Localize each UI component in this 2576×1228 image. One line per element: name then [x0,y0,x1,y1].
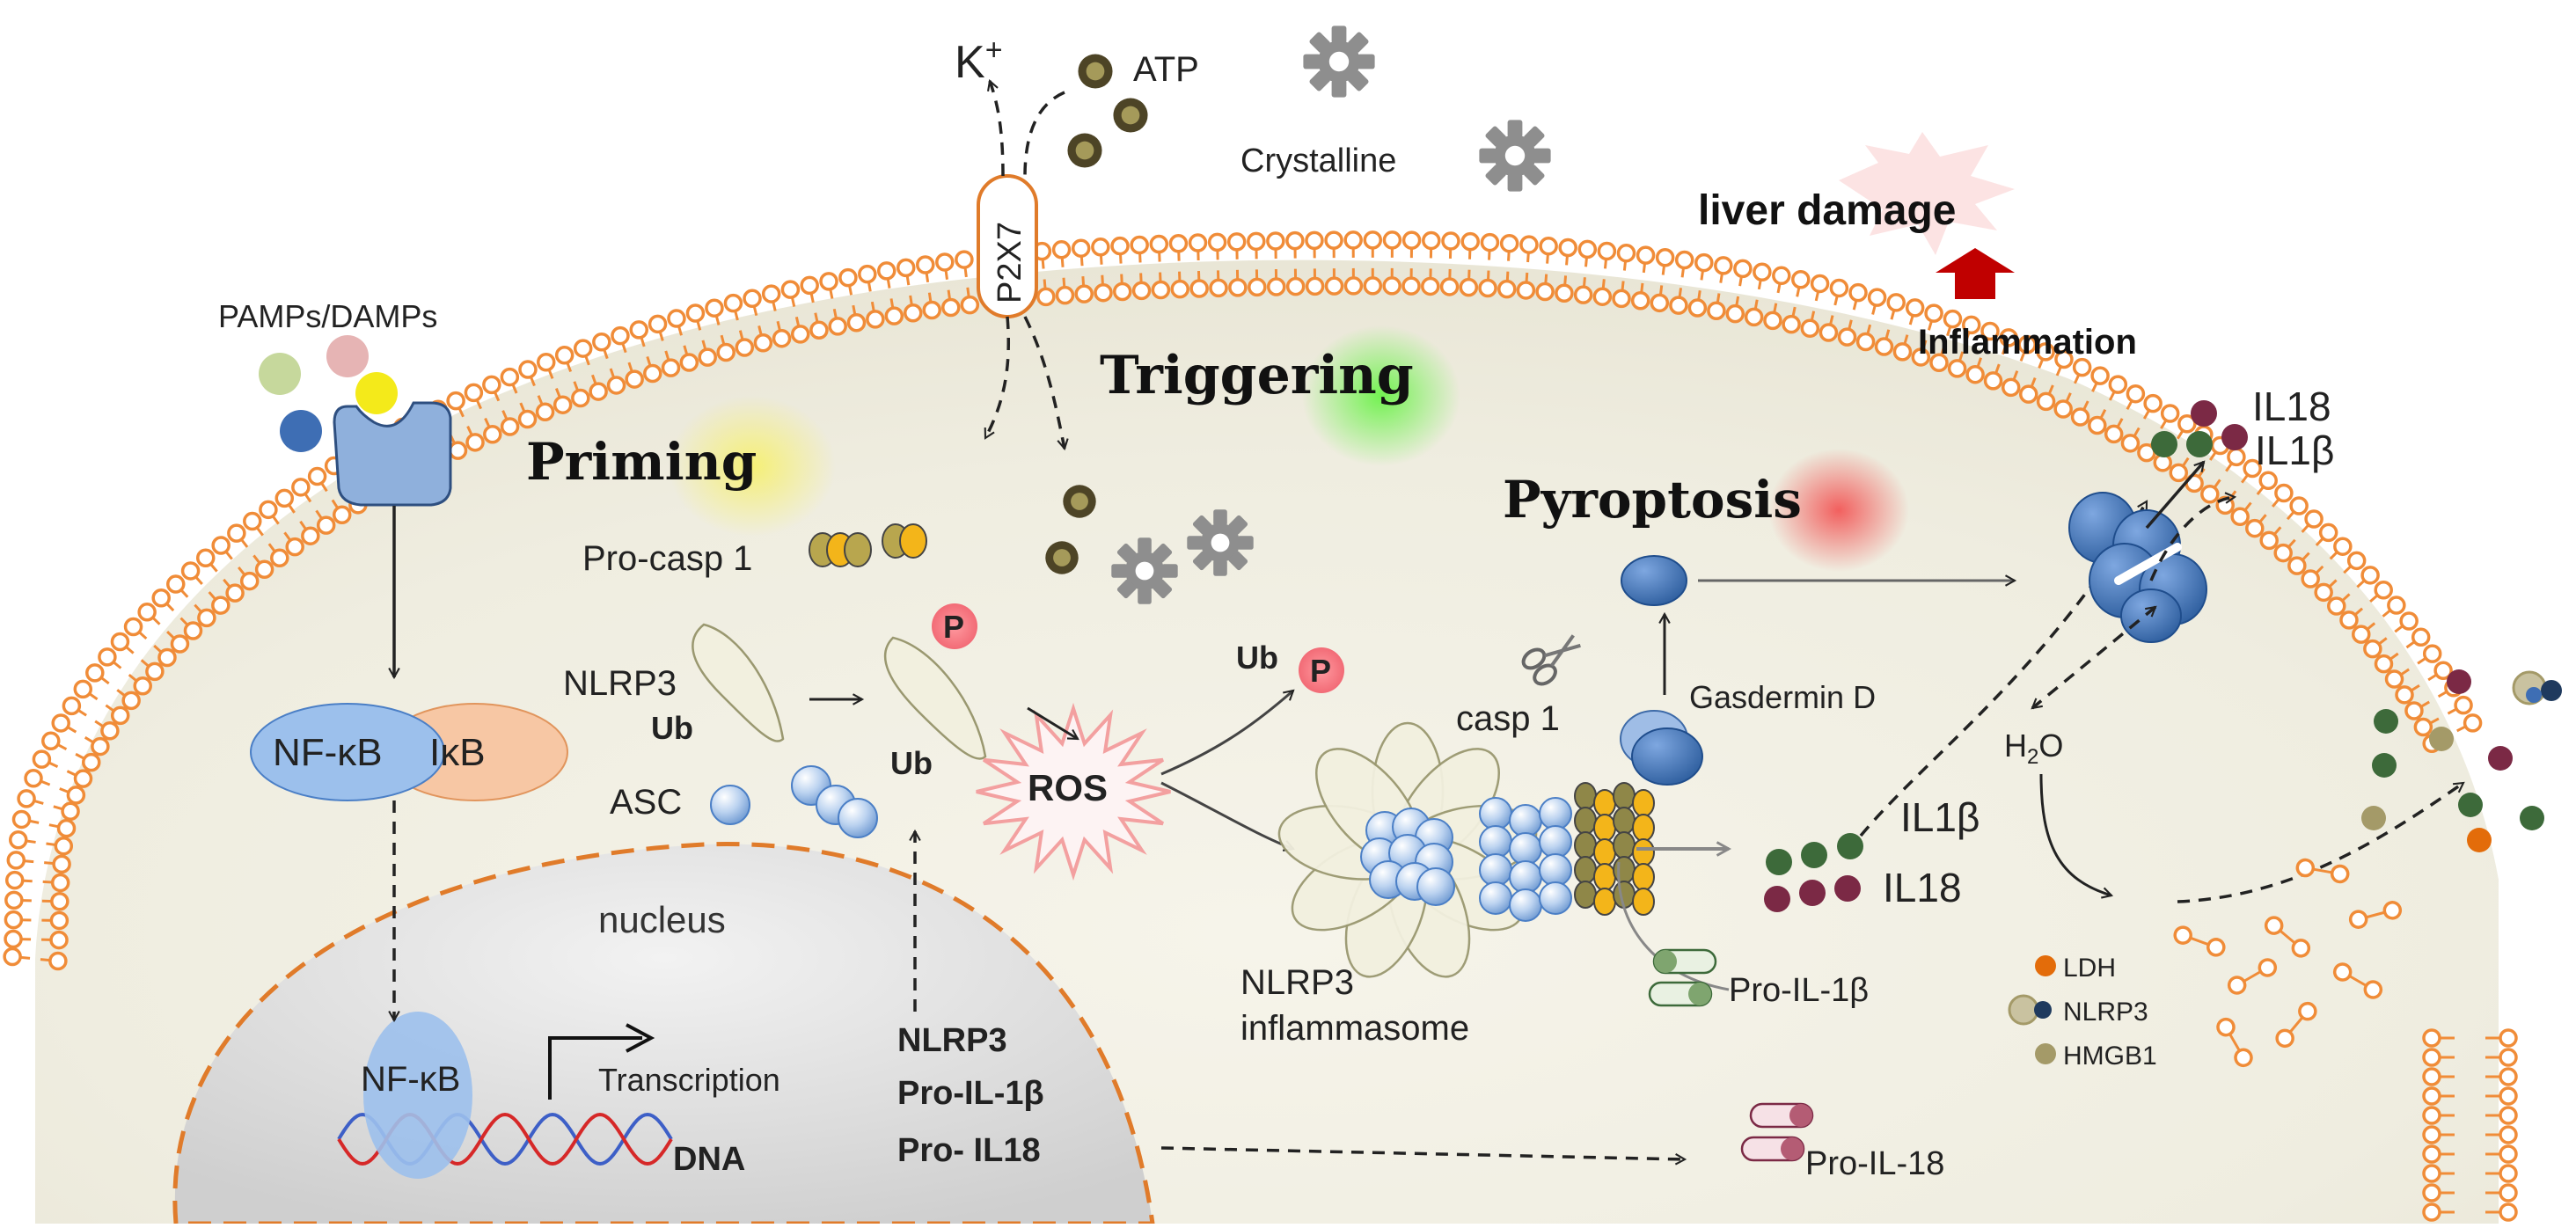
gear-icon [1479,120,1550,191]
atp-molecule [1078,54,1112,88]
gear-icon [1111,537,1177,603]
ub-label: Ub [890,745,933,781]
k-efflux-arrow [990,81,1003,176]
atp-molecule [1067,133,1101,167]
pro-il18-label: Pro-IL-18 [1805,1145,1944,1182]
gene-pro-il1b: Pro-IL-1β [897,1075,1044,1112]
gear-icon [1303,26,1374,97]
transcription-label: Transcription [598,1062,780,1098]
ros-label: ROS [1028,767,1108,808]
legend-nlrp3-swatch [2009,996,2038,1024]
legend-hmgb1-label: HMGB1 [2063,1042,2157,1071]
potassium-label: K+ [955,33,1003,88]
legend-hmgb1-swatch [2035,1043,2056,1064]
pyroptosis-title: Pyroptosis [1503,470,1802,530]
atp-label: ATP [1133,50,1199,89]
legend-ldh-swatch [2035,955,2056,976]
p2x7-label: P2X7 [992,222,1028,303]
gene-pro-il18: Pro- IL18 [897,1132,1041,1169]
pro-casp1-label: Pro-casp 1 [582,539,752,578]
receptor-icon [334,403,450,505]
damage-up-arrow [1936,248,2015,299]
nlrp3-label: NLRP3 [563,664,677,703]
ikb-label: IκB [429,731,486,774]
nfkb-nuclear-label: NF-κB [361,1060,460,1099]
legend-nlrp3-core [2034,1001,2052,1019]
nucleus-label: nucleus [598,899,726,940]
legend-nlrp3-label: NLRP3 [2063,998,2148,1027]
atp-influx-arrow [1025,92,1065,176]
atp-molecule [1113,98,1147,132]
ub-label: Ub [1236,640,1278,676]
il1b-top-label: IL1β [2255,428,2334,473]
il18-top-label: IL18 [2252,384,2331,429]
il18-mid-label: IL18 [1883,865,1962,910]
il1b-mid-label: IL1β [1900,794,1980,840]
gasdermin-d-label: Gasdermin D [1689,679,1876,715]
pamps-damps-label: PAMPs/DAMPs [218,298,437,334]
legend-ldh-label: LDH [2063,954,2116,983]
inflammation-label: Inflammation [1918,323,2137,362]
nfkb-label: NF-κB [273,731,383,774]
pro-il1b-label: Pro-IL-1β [1729,972,1869,1009]
gasdermin-d-protein [1632,728,1702,785]
il1b-molecule [2186,431,2213,457]
gear-icon [1187,509,1253,575]
ligand-molecule [355,372,398,414]
gene-nlrp3: NLRP3 [897,1022,1007,1059]
asc-label: ASC [610,783,682,822]
liver-damage-label: liver damage [1698,187,1956,234]
asc-protein [711,786,750,824]
phosphate-label: P [1310,653,1331,689]
ub-label: Ub [651,710,693,746]
pamp-molecule [259,353,301,395]
dna-label: DNA [673,1141,745,1178]
atp-molecule [1063,485,1095,517]
triggering-title: Triggering [1100,345,1414,406]
gasdermin-n-terminal [1621,556,1687,605]
il18-molecule [2191,400,2217,427]
pamp-molecule [280,410,322,452]
atp-molecule [1045,541,1078,574]
crystalline-label: Crystalline [1240,143,1396,179]
casp1-label: casp 1 [1456,699,1560,738]
damp-molecule [326,335,369,377]
il1b-molecule [2151,431,2177,457]
asc-protein [838,799,877,837]
il18-molecule [2221,424,2248,450]
priming-title: Priming [526,432,757,492]
phosphate-label: P [943,609,964,645]
